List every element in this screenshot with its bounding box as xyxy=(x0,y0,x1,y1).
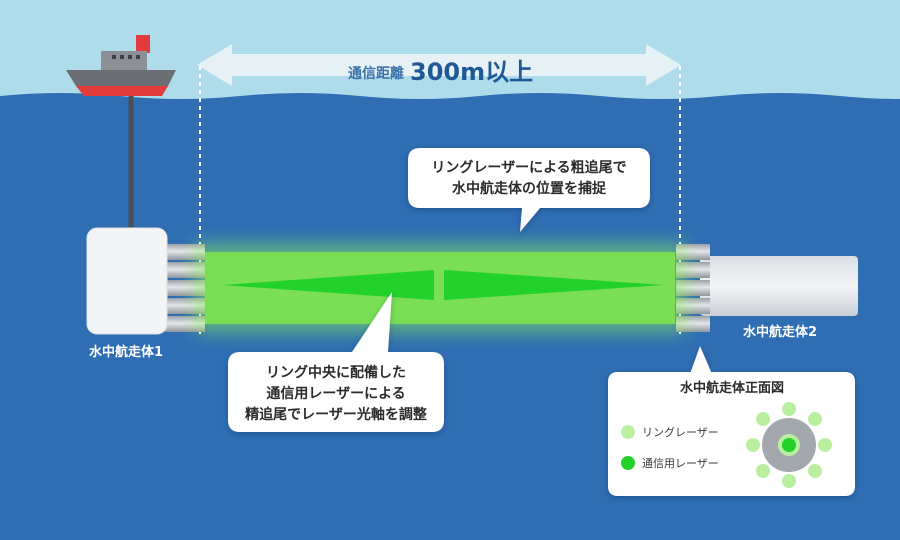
callout-top xyxy=(408,148,650,232)
callout-top-line-1: リングレーザーによる粗追尾で xyxy=(431,159,626,176)
comm-laser-beam-right xyxy=(444,270,664,300)
legend-comm-laser-swatch xyxy=(621,456,635,470)
ship-hull xyxy=(76,86,168,96)
comm-laser-beam-left xyxy=(222,270,434,300)
legend-comm-laser-label: 通信用レーザー xyxy=(642,457,719,470)
vehicle-1-label: 水中航走体1 xyxy=(89,344,163,360)
distance-value: 300m以上 xyxy=(410,58,533,86)
callout-top-line-2: 水中航走体の位置を捕捉 xyxy=(452,180,607,197)
legend-ring-laser-label: リングレーザー xyxy=(642,425,719,439)
callout-bottom-line-3: 精追尾でレーザー光軸を調整 xyxy=(245,406,428,423)
front-view-comm-laser xyxy=(782,438,796,452)
ship-funnel xyxy=(136,35,150,53)
legend-ring-laser-swatch xyxy=(621,425,635,439)
vehicle-1-body xyxy=(86,227,168,335)
vehicle-2-body xyxy=(700,256,858,316)
vehicle-2-label: 水中航走体2 xyxy=(743,324,817,340)
callout-bottom xyxy=(228,292,444,432)
callout-bottom-line-1: リング中央に配備した xyxy=(266,364,406,381)
ship-bridge xyxy=(101,51,147,71)
callout-bottom-line-2: 通信用レーザーによる xyxy=(266,385,405,402)
ship-body xyxy=(66,70,176,86)
ship xyxy=(66,35,176,228)
distance-label: 通信距離 xyxy=(348,65,404,82)
front-view-figure xyxy=(746,402,832,488)
front-view-ring-lasers xyxy=(746,402,832,488)
distance-arrow xyxy=(197,44,681,334)
front-view-title: 水中航走体正面図 xyxy=(680,380,784,396)
